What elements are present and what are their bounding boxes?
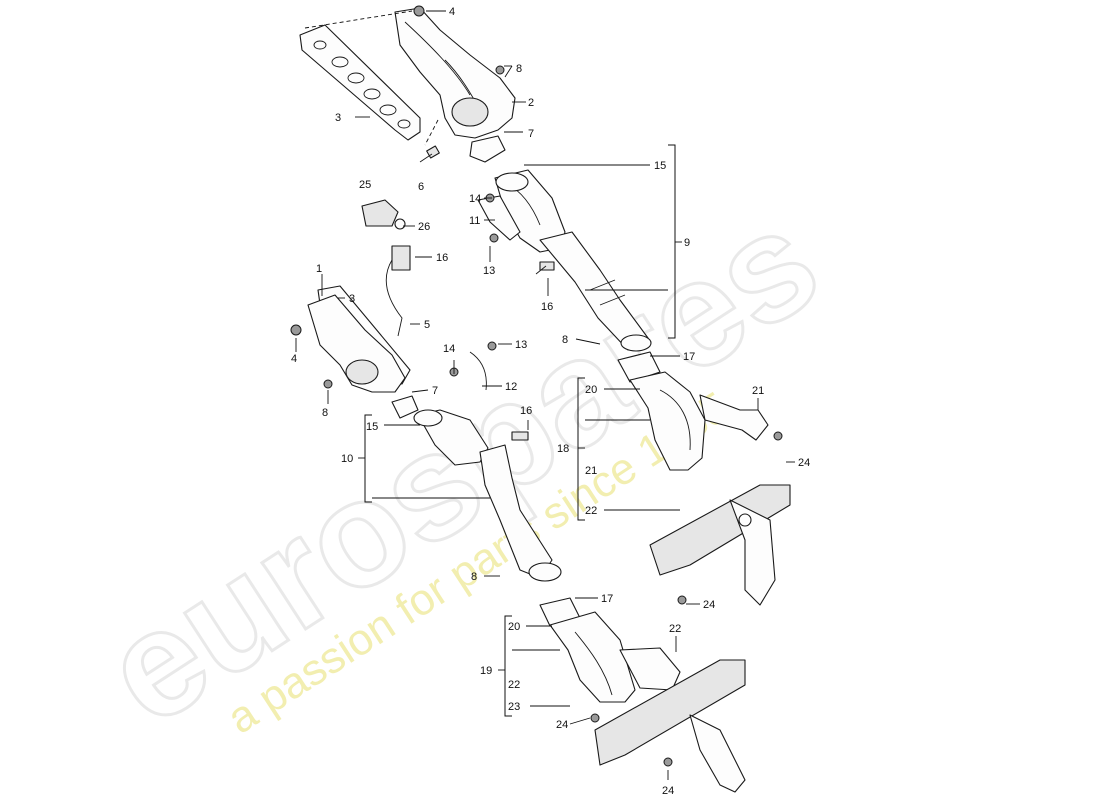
heat-shield-bracket-11 xyxy=(477,193,521,243)
callout-16: 16 xyxy=(541,301,553,313)
callout-17: 17 xyxy=(601,593,613,605)
callout-7: 7 xyxy=(528,128,534,140)
manifold-gasket-upper xyxy=(299,24,421,141)
callout-8: 8 xyxy=(516,63,522,75)
callout-22: 22 xyxy=(585,505,597,517)
callout-22: 22 xyxy=(669,623,681,635)
callout-16: 16 xyxy=(436,252,448,264)
connector-25 xyxy=(361,199,406,230)
callout-25: 25 xyxy=(359,179,371,191)
callout-5: 5 xyxy=(424,319,430,331)
exhaust-manifold-upper xyxy=(394,5,516,139)
callout-26: 26 xyxy=(418,221,430,233)
callout-4: 4 xyxy=(291,353,297,365)
nut-4-lower-icon xyxy=(290,324,302,336)
crossmember-right xyxy=(649,484,791,606)
callout-3: 3 xyxy=(335,112,341,124)
callout-3: 3 xyxy=(349,293,355,305)
callout-24: 24 xyxy=(703,599,715,611)
callout-23: 23 xyxy=(508,701,520,713)
callout-21: 21 xyxy=(585,465,597,477)
leader-lines xyxy=(295,10,795,780)
callout-15: 15 xyxy=(654,160,666,172)
callout-24: 24 xyxy=(662,785,674,797)
rear-catalyst-right xyxy=(617,351,783,471)
callout-24: 24 xyxy=(556,719,568,731)
oxygen-sensor-upper xyxy=(535,261,555,275)
clip-26-icon xyxy=(394,218,406,230)
nut-8-upper-icon xyxy=(495,65,505,75)
callout-14: 14 xyxy=(469,193,481,205)
rear-catalyst-lower xyxy=(539,597,681,723)
callout-4: 4 xyxy=(449,6,455,18)
callout-6: 6 xyxy=(418,181,424,193)
nut-4-upper-icon xyxy=(413,5,425,17)
oxygen-sensor-5 xyxy=(385,245,411,337)
callout-13: 13 xyxy=(483,265,495,277)
callout-20: 20 xyxy=(508,621,520,633)
callout-8: 8 xyxy=(322,407,328,419)
callout-10: 10 xyxy=(341,453,353,465)
stud-bolt-6 xyxy=(419,145,440,163)
callout-19: 19 xyxy=(480,665,492,677)
exhaust-manifold-lower xyxy=(290,294,406,393)
callout-8: 8 xyxy=(471,571,477,583)
callout-7: 7 xyxy=(432,385,438,397)
callout-22: 22 xyxy=(508,679,520,691)
catalytic-converter-upper xyxy=(494,169,652,352)
callout-20: 20 xyxy=(585,384,597,396)
callout-21: 21 xyxy=(752,385,764,397)
flange-gasket-upper xyxy=(469,135,506,163)
flange-gasket-lower xyxy=(391,395,419,419)
nut-8-lower-icon xyxy=(323,379,333,389)
callout-18: 18 xyxy=(557,443,569,455)
callout-12: 12 xyxy=(505,381,517,393)
callout-13: 13 xyxy=(515,339,527,351)
callout-labels: 4 8 2 3 7 6 15 9 25 14 26 11 16 13 16 1 … xyxy=(291,6,810,797)
callout-14: 14 xyxy=(443,343,455,355)
callout-8: 8 xyxy=(562,334,568,346)
callout-16: 16 xyxy=(520,405,532,417)
callout-24: 24 xyxy=(798,457,810,469)
callout-15: 15 xyxy=(366,421,378,433)
callout-2: 2 xyxy=(528,97,534,109)
callout-1: 1 xyxy=(316,263,322,275)
callout-17: 17 xyxy=(683,351,695,363)
oxygen-sensor-lower xyxy=(511,431,529,441)
crossmember-lower xyxy=(594,659,746,793)
callout-9: 9 xyxy=(684,237,690,249)
callout-11: 11 xyxy=(469,215,480,227)
catalytic-converter-lower xyxy=(413,409,562,582)
